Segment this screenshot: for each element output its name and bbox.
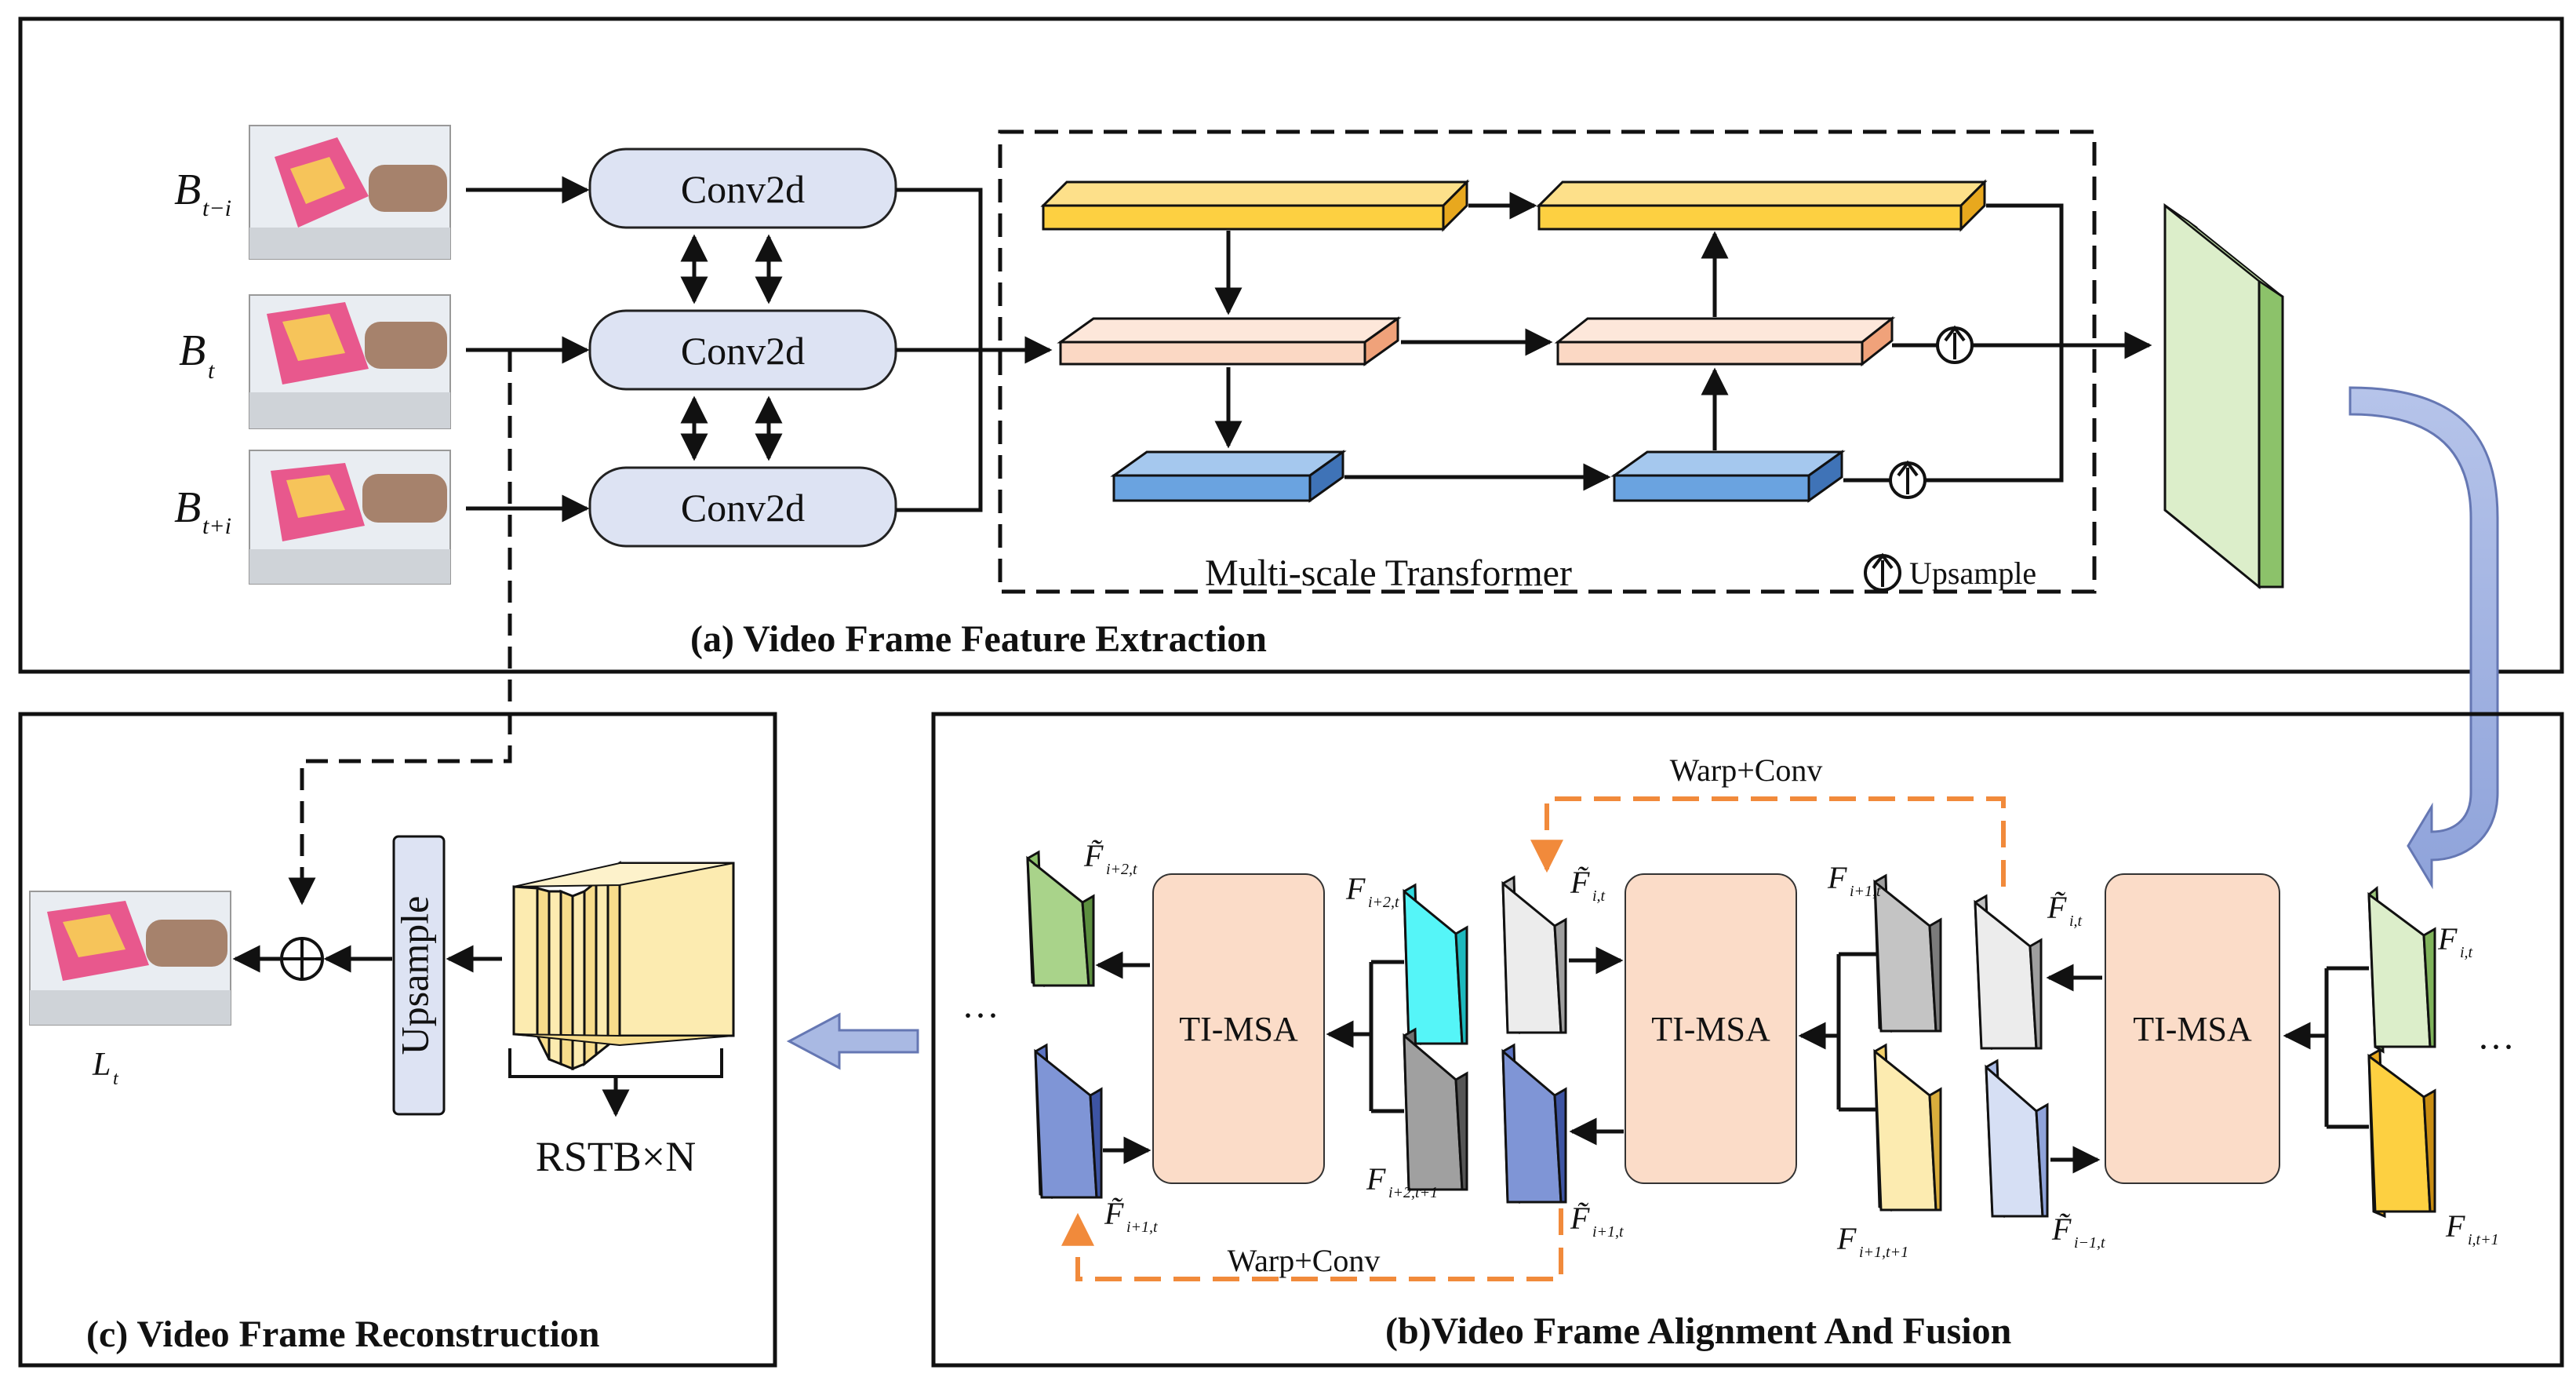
panel-c-title: (c) Video Frame Reconstruction — [86, 1314, 600, 1355]
input-label-b: B — [174, 166, 201, 214]
feature-ft-i-t-middle — [1501, 875, 1567, 1035]
warp-conv-label-bottom: Warp+Conv — [1228, 1243, 1381, 1278]
feature-subscript: i,t — [1592, 887, 1606, 905]
flow-arrow-b-to-c — [786, 1012, 919, 1070]
ti-msa-label: TI-MSA — [1651, 1010, 1770, 1048]
upsample-block-label: Upsample — [392, 896, 436, 1055]
encoder-level1-yellow — [1040, 179, 1470, 232]
feature-subscript: i+2,t+1 — [1388, 1184, 1438, 1201]
encoder-level2-peach — [1057, 316, 1402, 366]
ti-msa-label: TI-MSA — [1179, 1010, 1298, 1048]
ti-msa-block-middle — [1625, 873, 1797, 1184]
feature-f-i-t — [2367, 885, 2436, 1054]
output-frame-lt — [29, 891, 231, 1026]
feature-subscript: i+2,t — [1368, 894, 1399, 911]
feature-f-i2-t1 — [1403, 1027, 1468, 1192]
transformer-arrows — [1214, 191, 2152, 491]
feature-label: F — [2445, 1208, 2465, 1244]
feature-ft-i-t-right — [1974, 894, 2043, 1051]
feature-label: F̃ — [1083, 838, 1104, 873]
panel-a-title: (a) Video Frame Feature Extraction — [690, 618, 1267, 660]
conv2d-block-bottom — [588, 466, 897, 548]
rstb-label: RSTB×N — [536, 1133, 697, 1180]
feature-subscript: i+1,t — [1850, 883, 1881, 900]
upsample-legend-label: Upsample — [1909, 556, 2036, 591]
panel-alignment-fusion — [931, 712, 2564, 1368]
conv2d-label: Conv2d — [681, 329, 805, 373]
rstb-stack — [512, 860, 735, 1071]
encoder-level3-blue — [1110, 450, 1347, 503]
panel-reconstruction — [18, 712, 777, 1368]
feature-subscript: i+1,t+1 — [1859, 1244, 1908, 1261]
feature-ft-i1-t-middle — [1501, 1043, 1567, 1204]
decoder-level3-blue — [1610, 450, 1846, 503]
feature-ft-i2-t — [1026, 850, 1095, 988]
feature-subscript: i+1,t — [1592, 1223, 1624, 1241]
transformer-label: Multi-scale Transformer — [1205, 552, 1572, 594]
feature-subscript: i+1,t — [1126, 1219, 1158, 1236]
input-subscript: t — [208, 358, 215, 384]
ellipsis-left: ··· — [962, 995, 999, 1037]
input-frame-t-plus-i — [249, 450, 451, 585]
ti-msa-block-right — [2105, 873, 2280, 1184]
feature-label: F — [2437, 921, 2458, 956]
feature-label: F — [1836, 1221, 1857, 1256]
ti-msa-label: TI-MSA — [2133, 1010, 2252, 1048]
feature-label: F — [1345, 871, 1366, 906]
feature-subscript: i,t — [2069, 913, 2083, 930]
feature-label: F — [1827, 860, 1847, 895]
output-subscript: t — [113, 1069, 119, 1089]
feature-ft-i1-t-left — [1034, 1043, 1103, 1200]
flow-arrow-a-to-b — [2349, 386, 2499, 890]
rstb-bracket — [508, 1048, 723, 1078]
upsample-icon — [1889, 460, 1927, 499]
feature-subscript: i,t — [2460, 944, 2473, 961]
input-subscript: t−i — [202, 195, 231, 221]
upsample-block — [392, 835, 446, 1116]
feature-ft-im1-t — [1985, 1059, 2049, 1219]
input-label-b: B — [179, 326, 206, 375]
feature-label: F̃ — [1570, 865, 1590, 900]
ellipsis-right: ··· — [2477, 1026, 2515, 1068]
alignment-arrows — [1095, 946, 2369, 1174]
skip-connection-dashed — [288, 350, 512, 905]
feature-label: F̃ — [2047, 890, 2067, 925]
input-frame-t-minus-i — [249, 125, 451, 260]
feature-label: F̃ — [1570, 1201, 1590, 1236]
bidirectional-arrows — [680, 234, 783, 461]
feature-f-i-t1 — [2367, 1048, 2436, 1219]
feature-subscript: i+2,t — [1106, 861, 1137, 878]
conv2d-label: Conv2d — [681, 486, 805, 530]
feature-subscript: i−1,t — [2074, 1234, 2105, 1252]
upsample-legend-icon — [1864, 552, 1901, 592]
feature-f-i1-t — [1873, 873, 1942, 1033]
sum-icon — [280, 937, 324, 981]
extracted-feature-map — [2163, 202, 2284, 590]
conv2d-label: Conv2d — [681, 167, 805, 211]
panel-b-title: (b)Video Frame Alignment And Fusion — [1385, 1310, 2011, 1352]
output-label-l: L — [92, 1047, 111, 1083]
warp-conv-path-top — [1530, 796, 2006, 887]
feature-f-i2-t — [1403, 883, 1468, 1046]
decoder-level2-peach — [1554, 315, 1896, 367]
multi-scale-transformer-box — [998, 129, 2097, 594]
upsample-icon — [1936, 325, 1974, 364]
feature-subscript: i,t+1 — [2468, 1231, 2499, 1248]
warp-conv-label-top: Warp+Conv — [1670, 752, 1823, 788]
input-label-b: B — [174, 483, 201, 532]
panel-feature-extraction — [18, 16, 2564, 674]
feature-label: F̃ — [1104, 1196, 1124, 1231]
feature-label: F̃ — [2051, 1212, 2072, 1247]
ti-msa-block-left — [1152, 873, 1325, 1184]
feature-label: F — [1366, 1161, 1386, 1197]
feature-f-i1-t1 — [1873, 1043, 1942, 1212]
input-frame-t — [249, 294, 451, 429]
input-subscript: t+i — [202, 513, 231, 539]
decoder-level1-yellow — [1536, 179, 1988, 232]
